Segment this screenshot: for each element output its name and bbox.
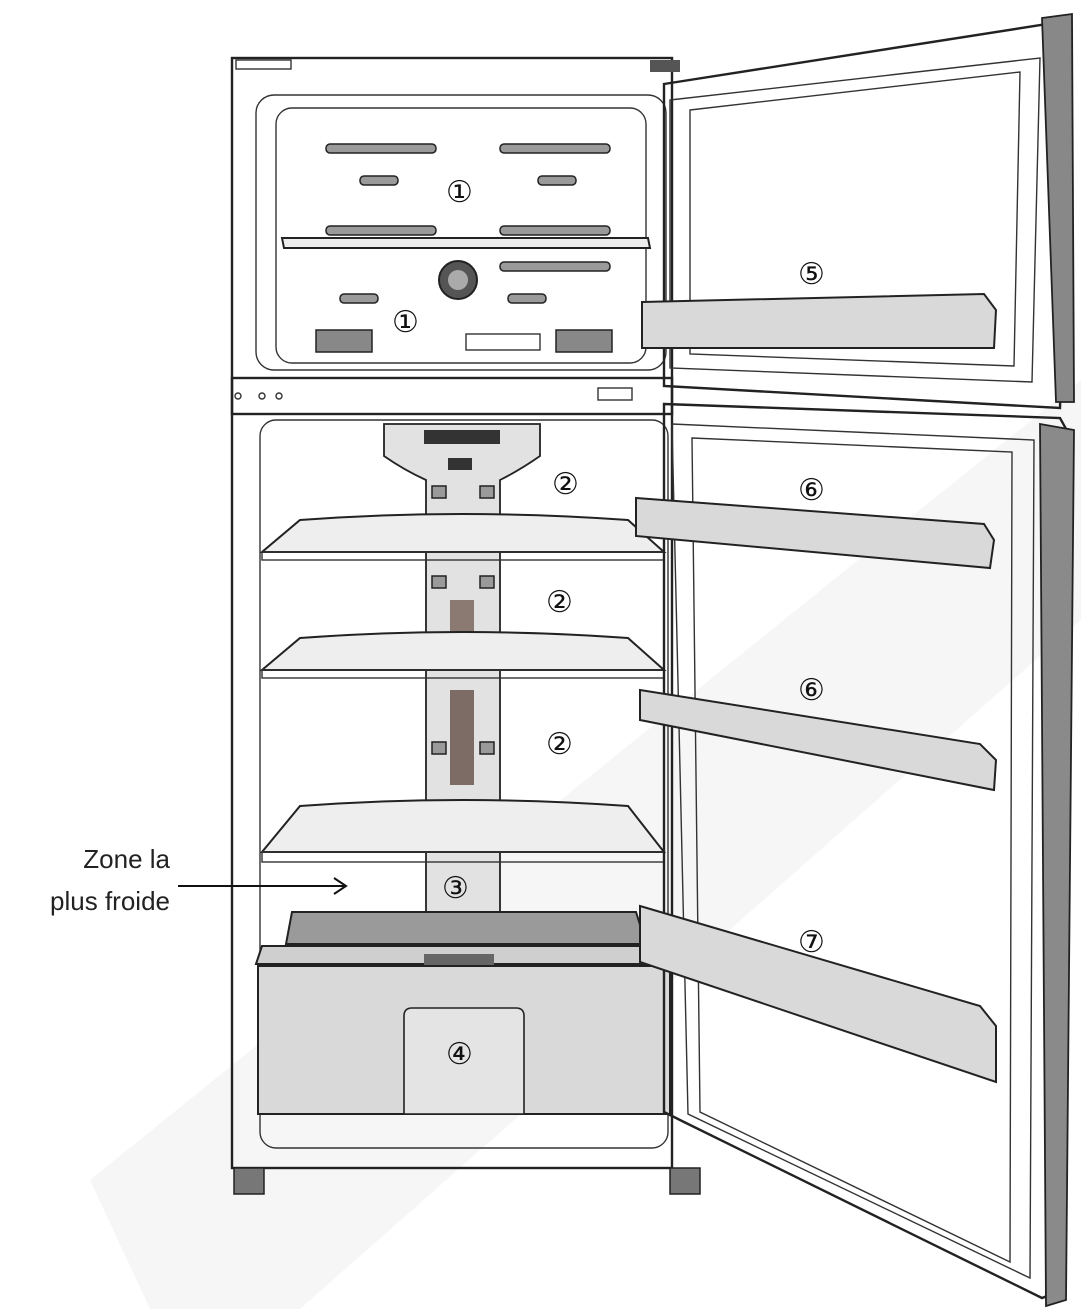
freezer-door [641,12,1075,410]
label-crisper: ④ [446,1037,473,1072]
door-shelf-upper [635,496,996,570]
fridge-compartment [254,419,672,1149]
label-freezer-upper: ① [446,175,473,210]
label-freezer-lower: ① [392,305,419,340]
freezer-door-shelf [641,292,998,349]
door-shelf-middle [639,688,998,792]
freezer-compartment [255,94,667,371]
label-door-bottle-shelf: ⑦ [798,925,825,960]
label-freezer-door-shelf: ⑤ [798,257,825,292]
crisper-cover [284,911,648,945]
cabinet [230,56,701,1195]
label-shelf-middle: ② [546,585,573,620]
humidity-slider [424,954,494,966]
callout-line-1: Zone la [83,844,170,874]
control-switches [597,387,633,401]
door-bottle-shelf [639,904,997,1084]
coldest-zone-arrow [178,877,348,895]
glass-shelf-middle [259,631,667,671]
label-door-shelf-upper: ⑥ [798,473,825,508]
front-foot-left [233,1167,265,1195]
label-shelf-bottom: ② [546,727,573,762]
freezer-shelf [280,237,652,249]
label-coldest-zone: ③ [442,871,469,906]
glass-shelf-top [259,513,667,553]
fridge-door [635,402,1075,1308]
glass-shelf-bottom [259,799,667,853]
label-door-shelf-middle: ⑥ [798,673,825,708]
front-foot-right [669,1167,701,1195]
callout-line-2: plus froide [50,886,170,916]
label-shelf-top: ② [552,467,579,502]
